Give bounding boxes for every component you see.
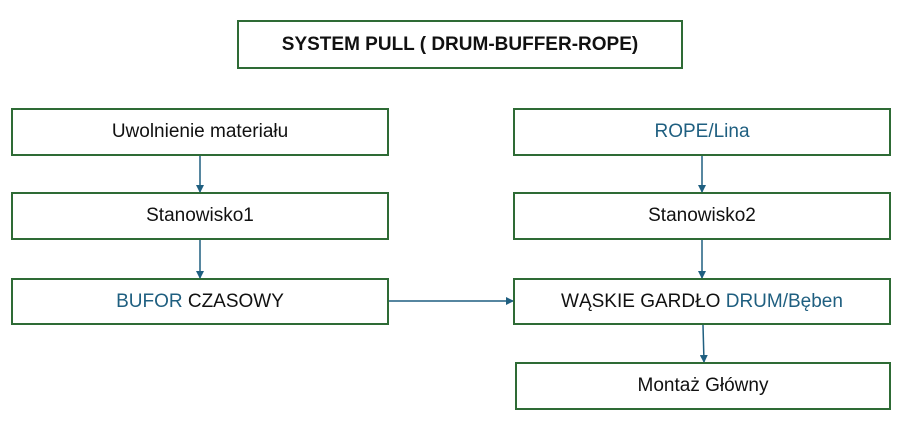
node-station1-label: Stanowisko1 <box>146 205 254 226</box>
node-main-assembly-label: Montaż Główny <box>637 375 769 396</box>
bottleneck-accent-text: DRUM/Bęben <box>725 290 843 312</box>
node-rope: ROPE/Lina <box>513 108 891 156</box>
node-bottleneck-drum: WĄSKIE GARDŁO DRUM/Bęben <box>513 278 891 325</box>
node-station2: Stanowisko2 <box>513 192 891 240</box>
diagram-title: SYSTEM PULL ( DRUM-BUFFER-ROPE) <box>237 20 683 69</box>
node-rope-label: ROPE/Lina <box>654 121 750 142</box>
arrow-bottleneck-to-assembly <box>699 324 708 363</box>
buffer-rest-text: CZASOWY <box>182 290 284 312</box>
node-time-buffer-label: BUFOR CZASOWY <box>116 291 284 313</box>
node-station2-label: Stanowisko2 <box>648 205 756 226</box>
buffer-accent-text: BUFOR <box>116 290 183 312</box>
node-material-release-label: Uwolnienie materiału <box>111 121 289 142</box>
node-material-release: Uwolnienie materiału <box>11 108 389 156</box>
title-text: SYSTEM PULL ( DRUM-BUFFER-ROPE) <box>281 33 639 55</box>
node-bottleneck-label: WĄSKIE GARDŁO DRUM/Bęben <box>561 291 843 313</box>
bottleneck-prefix-text: WĄSKIE GARDŁO <box>561 290 726 312</box>
node-station1: Stanowisko1 <box>11 192 389 240</box>
node-main-assembly: Montaż Główny <box>515 362 891 410</box>
node-time-buffer: BUFOR CZASOWY <box>11 278 389 325</box>
